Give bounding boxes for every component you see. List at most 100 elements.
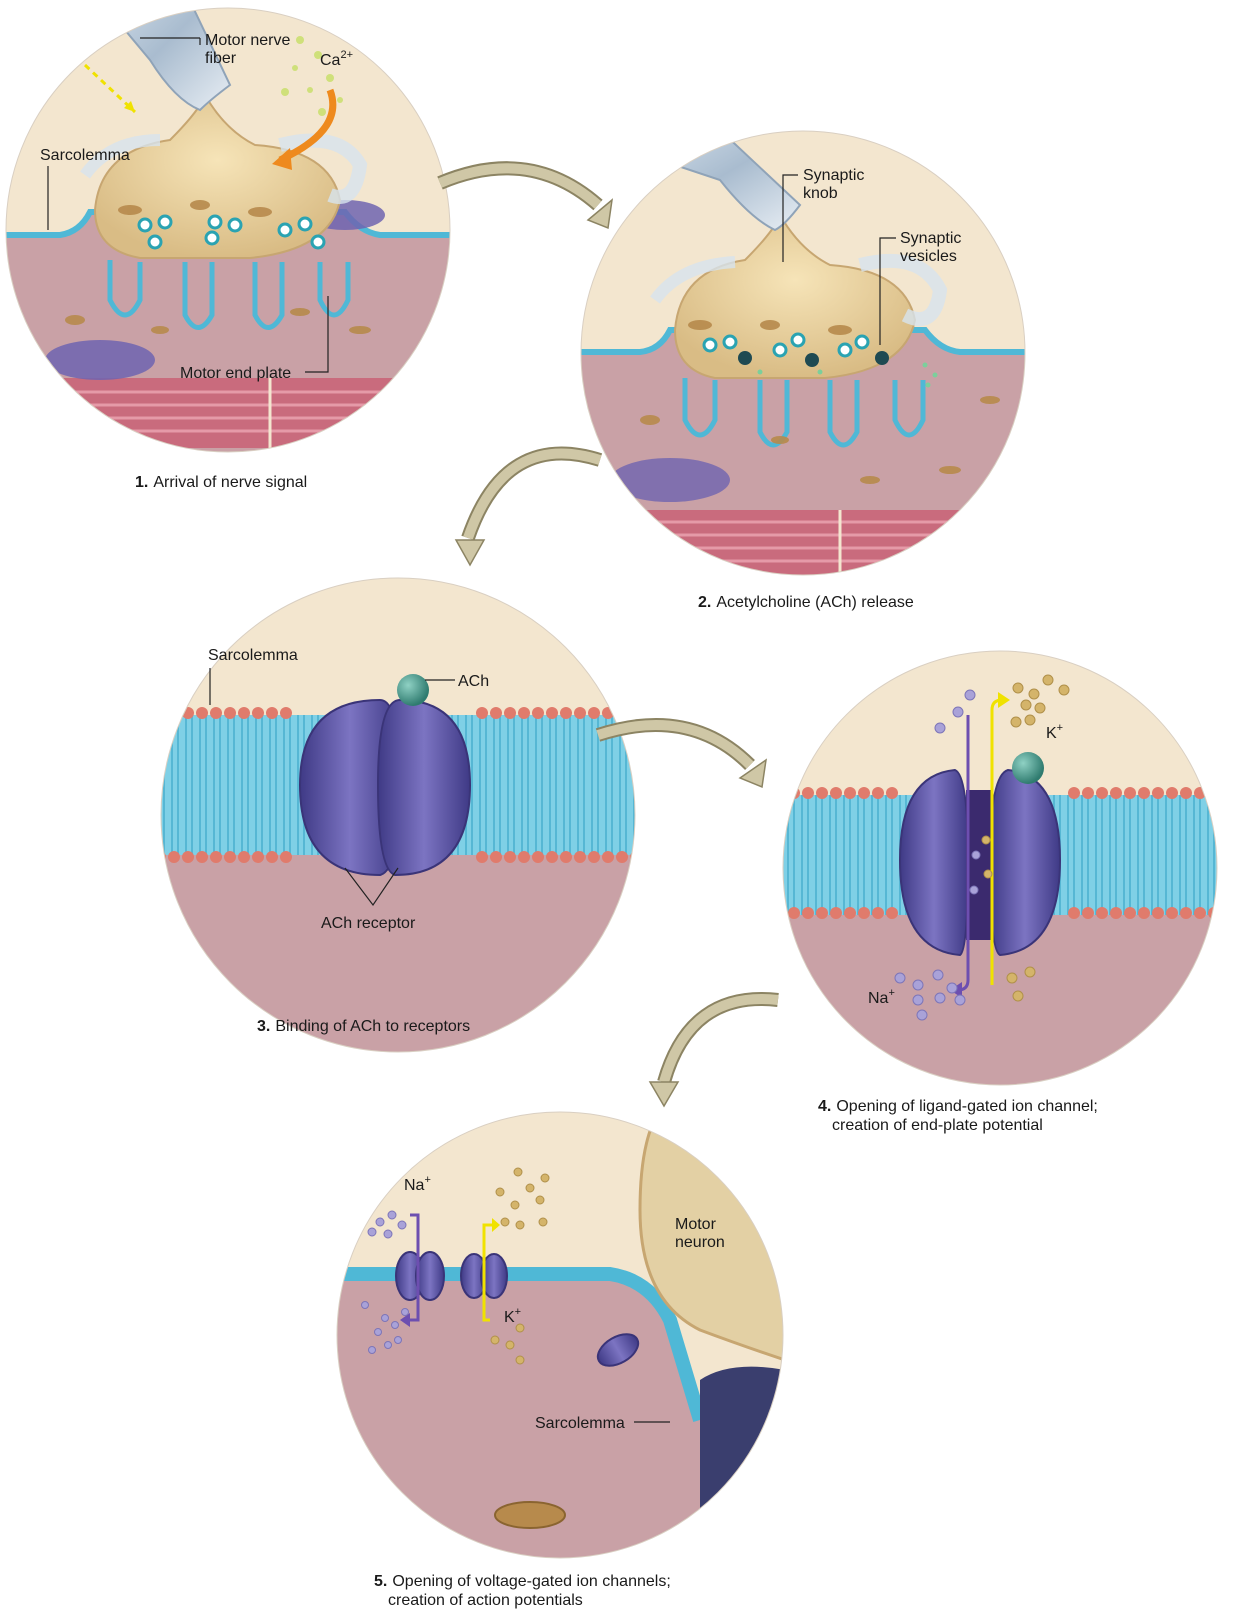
- synaptic-vesicles-label-line2: vesicles: [900, 248, 957, 265]
- sarcolemma-label-3: Sarcolemma: [208, 647, 298, 664]
- phospholipid-head: [858, 787, 870, 799]
- phospholipid-head: [224, 707, 236, 719]
- step-5-caption-line2: creation of action potentials: [388, 1592, 583, 1609]
- phospholipid-head: [1208, 907, 1220, 919]
- voltage-gated-na-channel-right: [416, 1252, 444, 1300]
- phospholipid-head: [830, 787, 842, 799]
- phospholipid-head: [1082, 787, 1094, 799]
- phospholipid-head: [518, 851, 530, 863]
- phospholipid-head: [210, 851, 222, 863]
- motor-end-plate-label: Motor end plate: [180, 365, 291, 382]
- ach-molecule: [397, 674, 429, 706]
- phospholipid-head: [886, 907, 898, 919]
- phospholipid-head: [1068, 787, 1080, 799]
- phospholipid-head: [196, 707, 208, 719]
- phospholipid-head: [280, 851, 292, 863]
- phospholipid-head: [872, 907, 884, 919]
- step-1-caption: 1.Arrival of nerve signal: [135, 474, 307, 491]
- phospholipid-head: [1194, 787, 1206, 799]
- arrow-step-2-to-3: [456, 453, 600, 565]
- phospholipid-head: [280, 707, 292, 719]
- phospholipid-head: [182, 851, 194, 863]
- synaptic-knob-label-line2: knob: [803, 185, 838, 202]
- phospholipid-head: [266, 851, 278, 863]
- phospholipid-head: [1208, 787, 1220, 799]
- mitochondrion: [495, 1502, 565, 1528]
- sarcolemma-label-5: Sarcolemma: [535, 1415, 625, 1432]
- phospholipid-head: [830, 907, 842, 919]
- phospholipid-head: [546, 851, 558, 863]
- ach-molecule-4: [1012, 752, 1044, 784]
- phospholipid-head: [774, 787, 786, 799]
- phospholipid-head: [1166, 787, 1178, 799]
- phospholipid-head: [1068, 907, 1080, 919]
- phospholipid-head: [252, 851, 264, 863]
- phospholipid-head: [532, 707, 544, 719]
- phospholipid-head: [1138, 907, 1150, 919]
- sarcolemma-label: Sarcolemma: [40, 147, 130, 164]
- phospholipid-head: [224, 851, 236, 863]
- phospholipid-head: [1194, 907, 1206, 919]
- motor-nerve-fiber-label: Motor nerve: [205, 32, 290, 49]
- phospholipid-head: [886, 787, 898, 799]
- phospholipid-head: [816, 907, 828, 919]
- motor-neuron-label: Motor: [675, 1216, 717, 1233]
- panel-4-circle: [774, 650, 1220, 1090]
- phospholipid-head: [1124, 787, 1136, 799]
- phospholipid-head: [1110, 907, 1122, 919]
- phospholipid-head: [1096, 907, 1108, 919]
- motor-neuron-label-line2: neuron: [675, 1234, 725, 1251]
- phospholipid-head: [844, 787, 856, 799]
- phospholipid-head: [1166, 907, 1178, 919]
- step-5-caption-line1: 5.Opening of voltage-gated ion channels;: [374, 1573, 671, 1590]
- phospholipid-head: [588, 851, 600, 863]
- phospholipid-head: [1096, 787, 1108, 799]
- phospholipid-head: [560, 707, 572, 719]
- phospholipid-head: [1152, 907, 1164, 919]
- arrow-step-1-to-2: [440, 168, 612, 228]
- phospholipid-head: [532, 851, 544, 863]
- phospholipid-head: [802, 907, 814, 919]
- phospholipid-head: [476, 707, 488, 719]
- phospholipid-head: [518, 707, 530, 719]
- phospholipid-head: [574, 707, 586, 719]
- arrow-step-4-to-5: [650, 999, 778, 1106]
- phospholipid-head: [1124, 907, 1136, 919]
- phospholipid-head: [560, 851, 572, 863]
- phospholipid-head: [168, 707, 180, 719]
- phospholipid-head: [616, 851, 628, 863]
- phospholipid-head: [154, 707, 166, 719]
- phospholipid-head: [504, 851, 516, 863]
- phospholipid-head: [574, 851, 586, 863]
- phospholipid-head: [476, 851, 488, 863]
- step-2-caption: 2.Acetylcholine (ACh) release: [698, 594, 914, 611]
- phospholipid-head: [1152, 787, 1164, 799]
- phospholipid-head: [504, 707, 516, 719]
- phospholipid-head: [588, 707, 600, 719]
- phospholipid-head: [844, 907, 856, 919]
- phospholipid-head: [1110, 787, 1122, 799]
- panel-1-circle: [0, 0, 460, 460]
- phospholipid-head: [252, 707, 264, 719]
- phospholipid-head: [238, 707, 250, 719]
- step-4-caption-line2: creation of end-plate potential: [832, 1117, 1043, 1134]
- motor-nerve-fiber-label-line2: fiber: [205, 50, 237, 67]
- phospholipid-head: [1180, 907, 1192, 919]
- phospholipid-head: [196, 851, 208, 863]
- synaptic-vesicles-label: Synaptic: [900, 230, 961, 247]
- phospholipid-head: [490, 707, 502, 719]
- phospholipid-head: [616, 707, 628, 719]
- phospholipid-head: [210, 707, 222, 719]
- step-3-caption: 3.Binding of ACh to receptors: [257, 1018, 470, 1035]
- schwann-cell-shape: [45, 340, 155, 380]
- phospholipid-head: [872, 787, 884, 799]
- phospholipid-head: [1138, 787, 1150, 799]
- phospholipid-head: [266, 707, 278, 719]
- phospholipid-head: [774, 907, 786, 919]
- phospholipid-head: [1082, 907, 1094, 919]
- phospholipid-head: [490, 851, 502, 863]
- phospholipid-head: [630, 707, 642, 719]
- phospholipid-head: [168, 851, 180, 863]
- phospholipid-head: [546, 707, 558, 719]
